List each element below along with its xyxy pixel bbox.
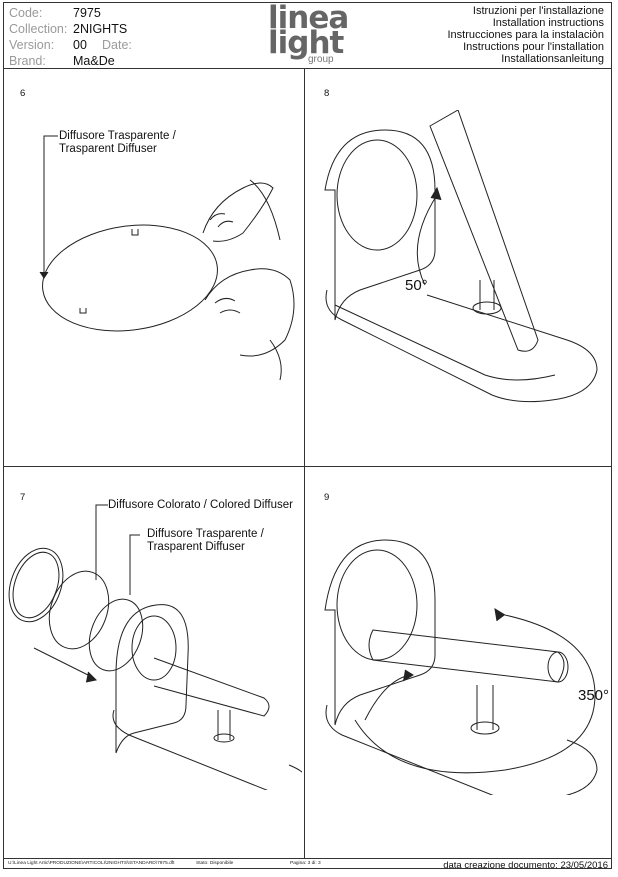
step-7-illustration [4, 500, 302, 790]
instruction-de: Installationsanleitung [501, 53, 604, 65]
page-frame [3, 2, 612, 869]
step-7-label-b-line2: Trasparent Diffuser [147, 541, 245, 553]
step-6-label-line1: Diffusore Trasparente / [59, 130, 176, 142]
footer-divider [3, 858, 612, 859]
footer-path: U:\Linea Light Artic\PRODUZIONE\ARTICOLI… [8, 861, 175, 866]
logo-word-linea: linea [268, 0, 349, 36]
instruction-es: Instrucciones para la instalaciòn [447, 29, 604, 41]
step-8-angle: 50° [405, 277, 428, 294]
step-7-label-transparent: Diffusore Trasparente / Trasparent Diffu… [147, 528, 264, 554]
instruction-en: Installation instructions [492, 17, 604, 29]
step-6-label: Diffusore Trasparente / Trasparent Diffu… [59, 130, 176, 156]
panel-divider-horizontal [3, 466, 612, 467]
step-9-angle: 350° [578, 687, 610, 704]
code-label: Code: [9, 6, 43, 20]
instruction-it: Istruzioni per l'installazione [472, 5, 604, 17]
collection-label: Collection: [9, 22, 68, 36]
step-6-number: 6 [20, 88, 26, 99]
step-7-number: 7 [20, 492, 26, 503]
logo-word-group: group [308, 54, 334, 65]
footer-pagina: Pagina: 3 di: 3 [290, 861, 321, 866]
version-label: Version: [9, 38, 55, 52]
step-7-label-colored: Diffusore Colorato / Colored Diffuser [108, 499, 293, 511]
step-8-number: 8 [324, 88, 330, 99]
footer-stato: Stato: Disponibile [196, 861, 234, 866]
panel-divider-vertical [304, 68, 305, 859]
brand-value: Ma&De [73, 54, 115, 68]
code-value: 7975 [73, 6, 101, 20]
step-7-label-b-line1: Diffusore Trasparente / [147, 528, 264, 540]
instruction-fr: Instructions pour l'installation [463, 41, 604, 53]
brand-label: Brand: [9, 54, 46, 68]
step-9-illustration [305, 520, 610, 795]
step-6-label-line2: Trasparent Diffuser [59, 143, 157, 155]
collection-value: 2NIGHTS [73, 22, 128, 36]
date-label: Date: [102, 38, 132, 52]
logo-word-light: light [268, 25, 344, 61]
brand-logo: linea light group [266, 0, 349, 66]
step-8-illustration [305, 110, 610, 410]
header-divider [3, 68, 612, 69]
version-value: 00 [73, 38, 87, 52]
footer-date: data creazione documento: 23/05/2016 [443, 860, 608, 871]
step-6-illustration [20, 125, 305, 385]
step-9-number: 9 [324, 492, 330, 503]
